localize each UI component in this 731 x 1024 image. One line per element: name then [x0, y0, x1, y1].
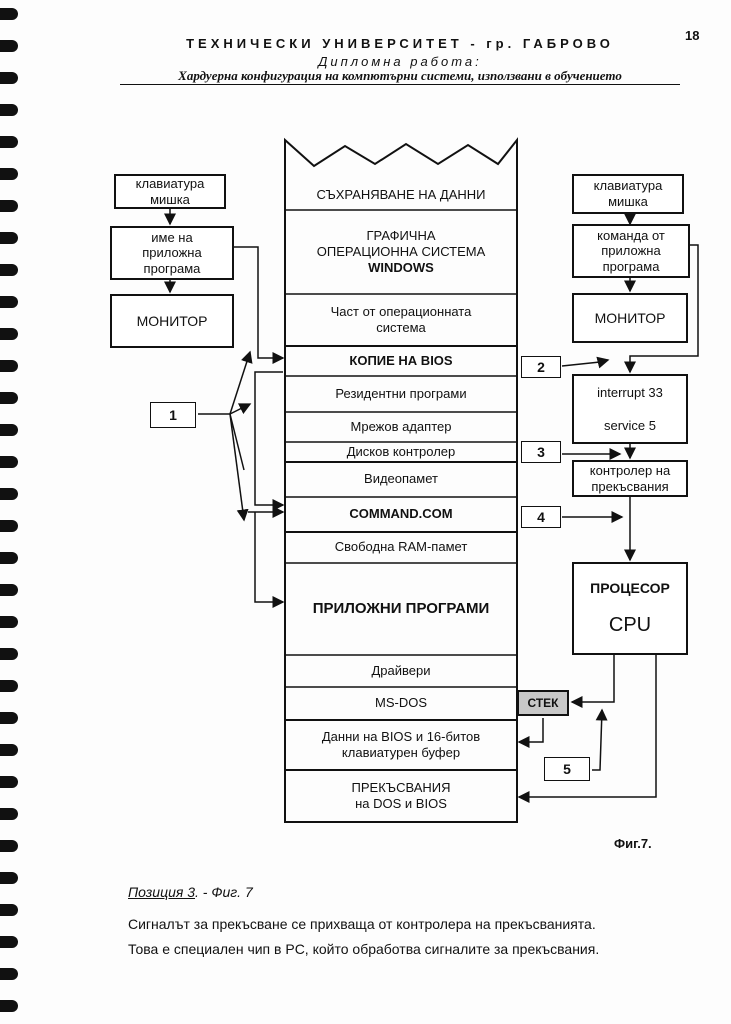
header-rule	[120, 84, 680, 85]
body-paragraph: Сигналът за прекъсване се прихваща от ко…	[128, 912, 688, 962]
figure-caption: Фиг.7.	[614, 836, 652, 851]
os-part-line-2: система	[376, 320, 426, 335]
marker-3: 3	[521, 441, 561, 463]
marker-1: 1	[150, 402, 196, 428]
command-line-3: програма	[602, 258, 660, 274]
controller-line-1: контролер на	[589, 462, 671, 478]
mem-free-ram: Свободна RAM-памет	[334, 539, 468, 555]
service-5-label: service 5	[603, 417, 657, 433]
mem-drivers: Драйвери	[371, 662, 431, 678]
marker-5: 5	[544, 757, 590, 781]
mem-bios-copy: КОПИЕ НА BIOS	[349, 352, 453, 368]
program-name-line-3: програма	[143, 260, 201, 276]
marker-4: 4	[521, 506, 561, 528]
paragraph-line-2: Това е специален чип в PC, който обработ…	[128, 941, 600, 957]
gui-line-2: ОПЕРАЦИОННА СИСТЕМА	[316, 243, 486, 259]
mouse-label: мишка	[150, 191, 190, 207]
monitor-box-right: МОНИТОР	[572, 293, 688, 343]
command-line-2: приложна	[601, 243, 661, 259]
program-name-line-2: приложна	[142, 245, 202, 261]
interrupts-line-2: на DOS и BIOS	[355, 796, 447, 811]
controller-line-2: прекъсвания	[591, 478, 669, 494]
bios-data-line-1: Данни на BIOS и 16-битов	[321, 728, 481, 744]
mem-network-adapter: Мрежов адаптер	[350, 418, 452, 434]
mouse-label-right: мишка	[608, 194, 648, 209]
bios-data-line-2: клавиатурен буфер	[341, 745, 461, 760]
cpu-label: CPU	[608, 613, 652, 636]
mem-command-com: COMMAND.COM	[349, 506, 453, 522]
gui-line-1: ГРАФИЧНА	[366, 227, 436, 243]
mem-disk-controller: Дисков контролер	[346, 443, 456, 459]
mem-msdos: MS-DOS	[375, 695, 427, 711]
interrupts-line-1: ПРЕКЪСВАНИЯ	[351, 779, 451, 795]
thesis-subtitle: Хардуерна конфигурация на компютърни сис…	[178, 68, 622, 83]
interrupt-33-label: interrupt 33	[597, 384, 663, 400]
monitor-box-left: МОНИТОР	[110, 294, 234, 348]
marker-2: 2	[521, 356, 561, 378]
os-part-line-1: Част от операционната	[330, 303, 472, 319]
keyboard-label: клавиатура	[135, 175, 205, 191]
position-label-underlined: Позиция 3	[128, 884, 196, 900]
position-label: Позиция 3. - Фиг. 7	[128, 884, 253, 900]
gui-line-3: WINDOWS	[368, 260, 434, 276]
mem-video-memory: Видеопамет	[364, 471, 438, 487]
mem-save-data: СЪХРАНЯВАНЕ НА ДАННИ	[316, 186, 486, 202]
processor-label: ПРОЦЕСОР	[590, 580, 670, 597]
position-label-suffix: . - Фиг. 7	[195, 884, 253, 900]
cpu-box: ПРОЦЕСОР CPU	[572, 562, 688, 655]
university-header: ТЕХНИЧЕСКИ УНИВЕРСИТЕТ - гр. ГАБРОВО	[186, 36, 614, 51]
page-number: 18	[685, 28, 700, 43]
program-name-line-1: име на	[151, 229, 193, 245]
interrupt-service-box: interrupt 33 service 5	[572, 374, 688, 444]
stack-box: СТЕК	[517, 690, 569, 716]
paragraph-line-1: Сигналът за прекъсване се прихваща от ко…	[128, 916, 596, 932]
command-line-1: команда от	[597, 227, 665, 243]
mem-application-programs: ПРИЛОЖНИ ПРОГРАМИ	[312, 599, 490, 617]
mem-resident-programs: Резидентни програми	[335, 385, 467, 401]
thesis-label: Дипломна работа:	[318, 54, 482, 69]
keyboard-label-right: клавиатура	[593, 178, 663, 194]
